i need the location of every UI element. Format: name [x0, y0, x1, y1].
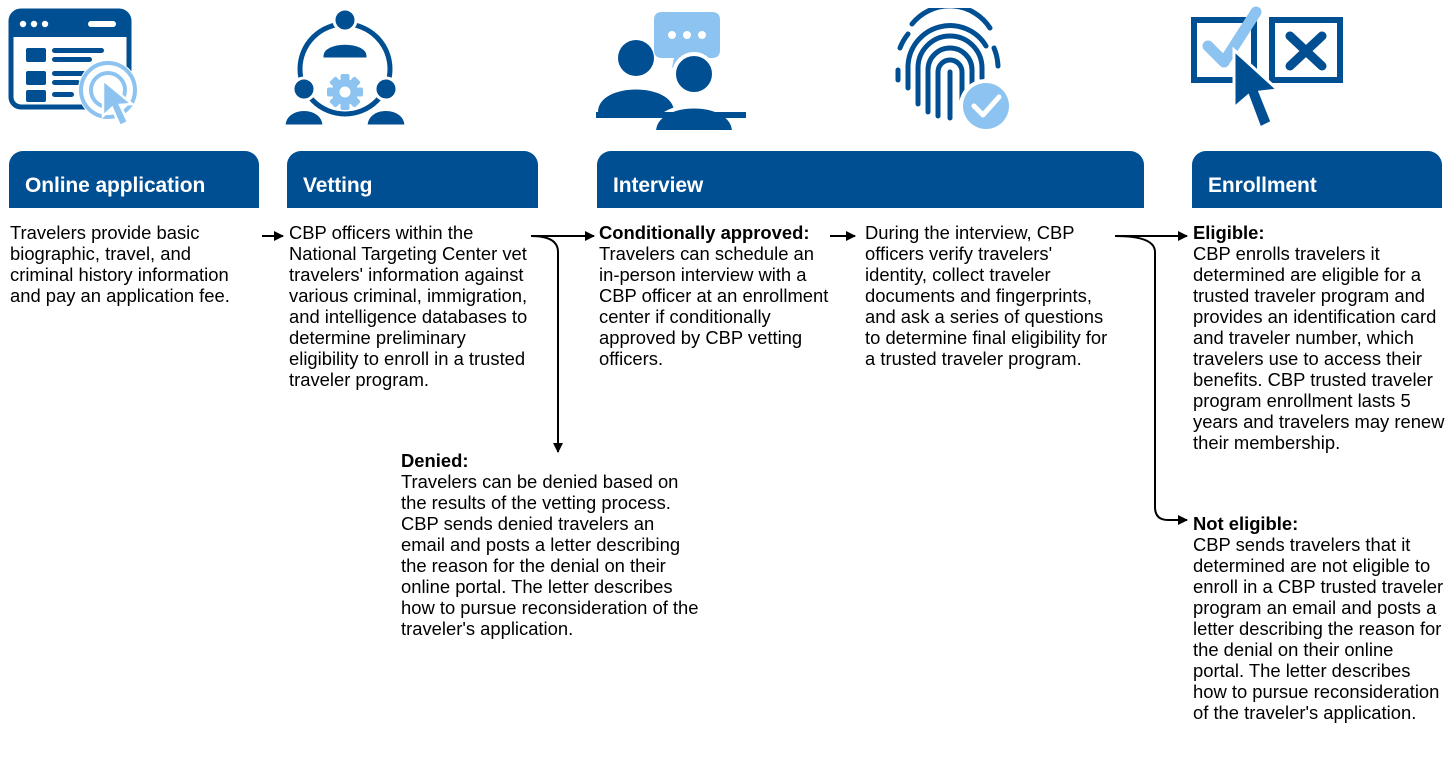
stage-title: Vetting [303, 174, 373, 197]
eligible-heading: Eligible: [1193, 222, 1265, 243]
checkbox-selection-icon [1191, 6, 1343, 131]
conditionally-approved-body: Travelers can schedule an in-person inte… [599, 243, 829, 369]
not-eligible-heading: Not eligible: [1193, 513, 1299, 534]
arrow-vetting-to-denied [530, 235, 563, 453]
stage-tab-vetting: Vetting [287, 151, 538, 208]
conditionally-approved-heading: Conditionally approved: [599, 222, 810, 243]
stage-title: Enrollment [1208, 174, 1317, 197]
denied-block: Denied: Travelers can be denied based on… [401, 450, 701, 639]
not-eligible-body: CBP sends travelers that it determined a… [1193, 534, 1444, 723]
stage-title: Online application [25, 174, 206, 197]
stage-tab-online-application: Online application [9, 151, 259, 208]
stage-title: Interview [613, 174, 704, 197]
stage-tab-interview: Interview [597, 151, 1144, 208]
arrow-interview-to-not-eligible [1114, 235, 1188, 525]
eligible-block: Eligible: CBP enrolls travelers it deter… [1193, 222, 1445, 453]
not-eligible-block: Not eligible: CBP sends travelers that i… [1193, 513, 1445, 723]
eligible-body: CBP enrolls travelers it determined are … [1193, 243, 1445, 453]
browser-click-icon [8, 8, 138, 128]
interview-description: During the interview, CBP officers verif… [865, 222, 1108, 369]
denied-heading: Denied: [401, 450, 469, 471]
fingerprint-check-icon [895, 8, 1013, 133]
stage-tab-enrollment: Enrollment [1192, 151, 1442, 208]
online-application-description: Travelers provide basic biographic, trav… [10, 222, 230, 306]
denied-body: Travelers can be denied based on the res… [401, 471, 699, 639]
vetting-description: CBP officers within the National Targeti… [289, 222, 528, 390]
team-gear-icon [282, 7, 408, 128]
conditionally-approved-block: Conditionally approved: Travelers can sc… [599, 222, 829, 369]
conversation-icon [596, 12, 746, 134]
